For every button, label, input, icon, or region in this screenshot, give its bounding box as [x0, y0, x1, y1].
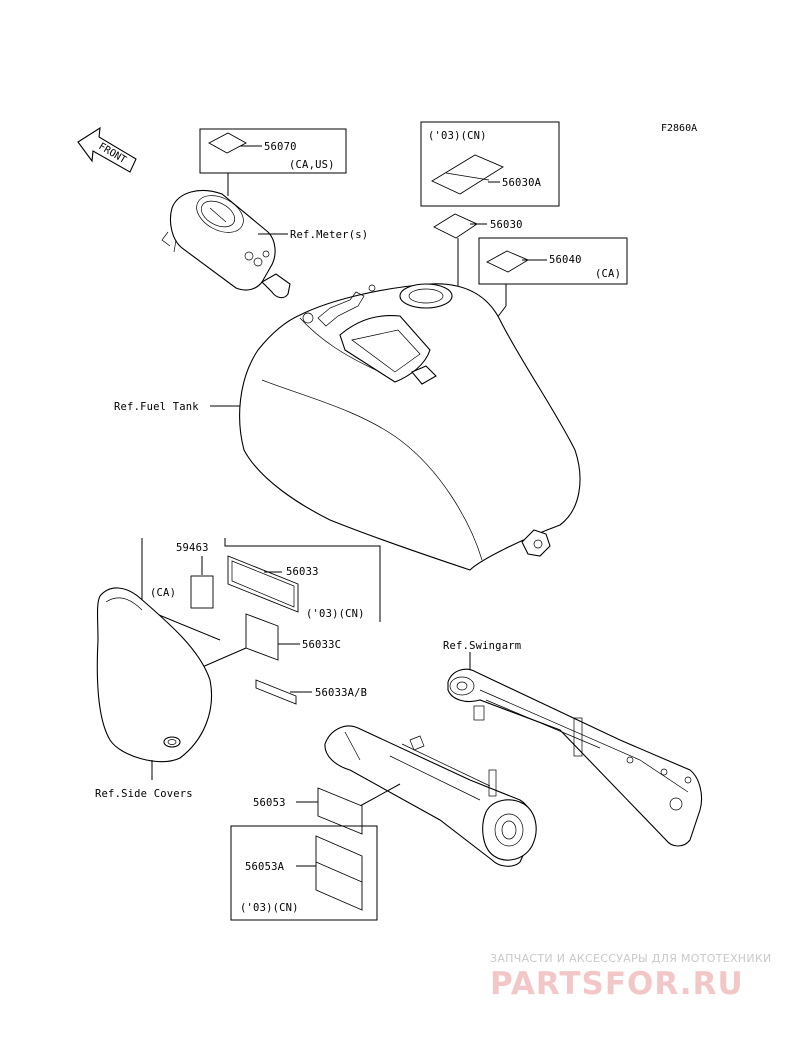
swingarm-drawing: Ref.Swingarm: [324, 640, 703, 867]
part-number-56070[interactable]: 56070: [264, 141, 297, 153]
watermark-tagline: ЗАПЧАСТИ И АКСЕССУАРЫ ДЛЯ МОТОТЕХНИКИ: [490, 952, 772, 965]
part-number-56030A[interactable]: 56030A: [502, 177, 542, 189]
part-56070-group: 56070 (CA,US): [199, 128, 347, 196]
front-arrow-icon: FRONT: [77, 126, 137, 173]
part-56033C-group: 56033C: [199, 613, 341, 669]
fuel-tank-drawing: Ref.Fuel Tank: [114, 283, 581, 571]
part-note-56030A: ('03)(CN): [428, 130, 487, 142]
ref-meter-label[interactable]: Ref.Meter(s): [290, 229, 368, 241]
part-number-56033AB[interactable]: 56033A/B: [315, 687, 367, 699]
part-note-59463: (CA): [150, 587, 176, 599]
part-number-59463[interactable]: 59463: [176, 542, 209, 554]
part-56033AB-group: 56033A/B: [255, 679, 367, 705]
part-number-56053[interactable]: 56053: [253, 797, 286, 809]
ref-swingarm-label[interactable]: Ref.Swingarm: [443, 640, 521, 652]
side-cover-drawing: Ref.Side Covers: [95, 587, 213, 800]
part-56040-group: 56040 (CA): [478, 237, 628, 341]
part-56053A-group: 56053A ('03)(CN): [230, 825, 378, 921]
part-number-56040[interactable]: 56040: [549, 254, 582, 266]
ref-side-covers-label[interactable]: Ref.Side Covers: [95, 788, 193, 800]
figure-code: F2860A: [661, 123, 697, 134]
part-56030A-group: ('03)(CN) 56030A: [420, 121, 560, 207]
part-number-56053A[interactable]: 56053A: [245, 861, 285, 873]
part-56033-group: 56033 ('03)(CN): [224, 538, 381, 622]
speedometer-meter-drawing: Ref.Meter(s): [161, 190, 368, 299]
part-56053-group: 56053: [253, 783, 401, 835]
watermark: ЗАПЧАСТИ И АКСЕССУАРЫ ДЛЯ МОТОТЕХНИКИ PA…: [490, 952, 772, 1002]
part-number-56033C[interactable]: 56033C: [302, 639, 341, 651]
watermark-logo: PARTSFOR.RU: [490, 966, 744, 1002]
part-number-56033[interactable]: 56033: [286, 566, 319, 578]
ref-fuel-tank-label[interactable]: Ref.Fuel Tank: [114, 401, 199, 413]
part-note-56053A: ('03)(CN): [240, 902, 299, 914]
part-note-56070: (CA,US): [289, 159, 335, 171]
part-56030-group: 56030: [433, 213, 523, 326]
part-number-56030[interactable]: 56030: [490, 219, 523, 231]
part-note-56033: ('03)(CN): [306, 608, 365, 620]
part-note-56040: (CA): [595, 268, 621, 280]
